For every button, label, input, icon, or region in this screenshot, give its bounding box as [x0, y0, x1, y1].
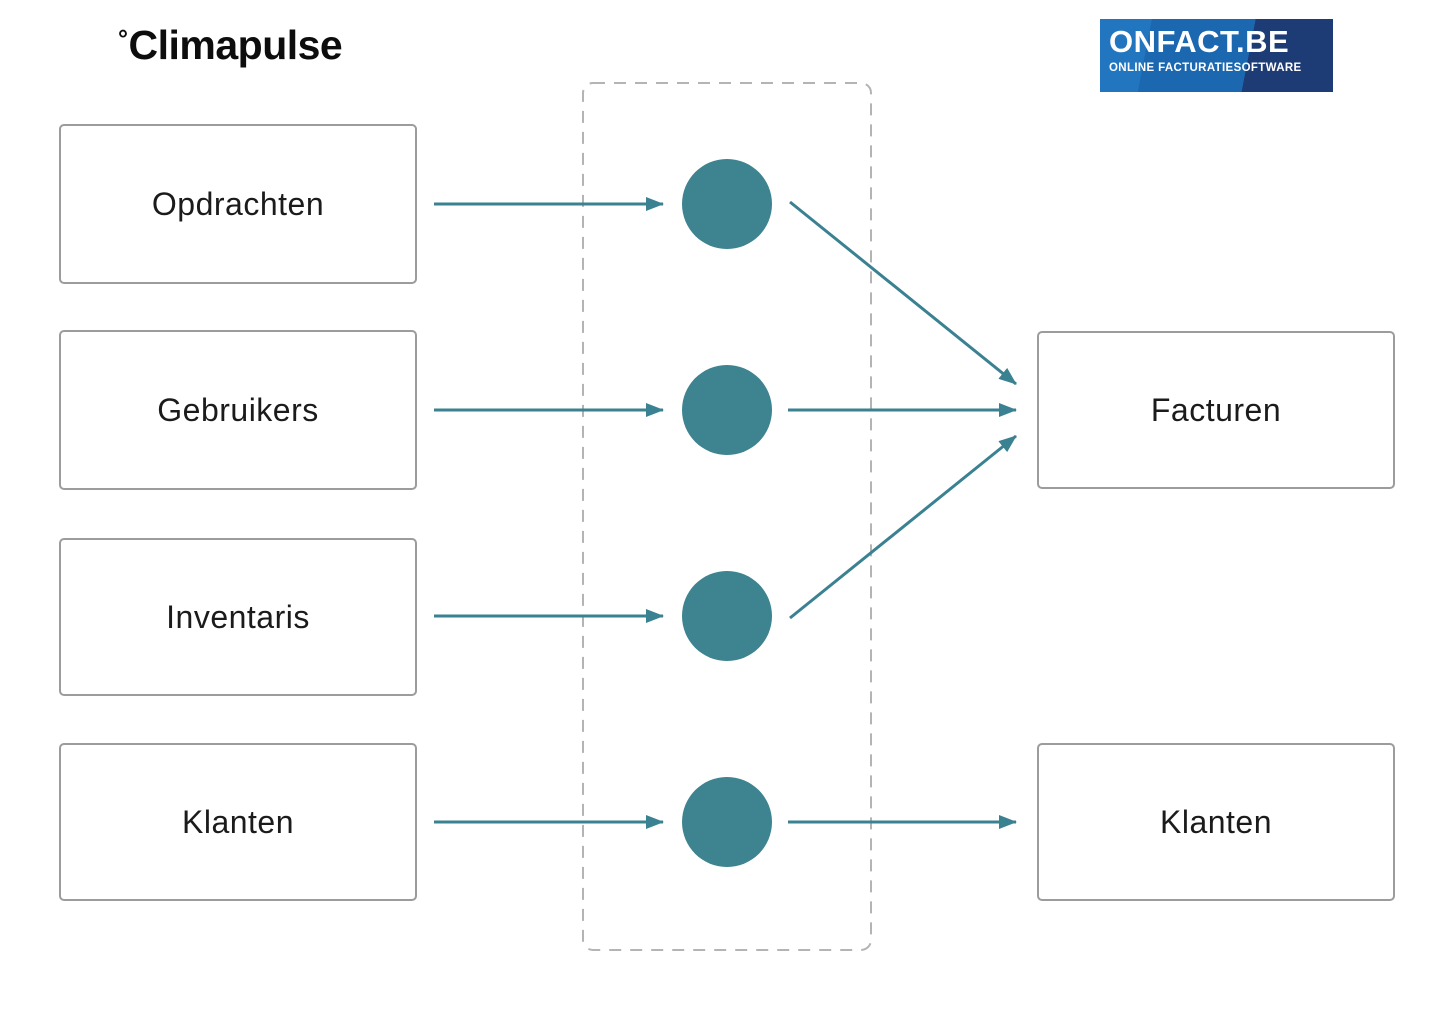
degree-symbol-icon: °: [118, 25, 128, 53]
source-node-inventaris: Inventaris: [59, 538, 417, 696]
onfact-logo-title: ONFACT.BE: [1109, 24, 1290, 59]
onfact-logo-subtitle: ONLINE FACTURATIESOFTWARE: [1109, 61, 1302, 74]
sync-node-circle-2: [682, 365, 772, 455]
arrow-sync1-to-facturen: [789, 200, 1017, 386]
node-label: Facturen: [1150, 391, 1282, 428]
target-node-facturen: Facturen: [1037, 331, 1395, 489]
node-label: Klanten: [1159, 803, 1273, 840]
source-node-gebruikers: Gebruikers: [59, 330, 417, 490]
sync-node-circle-4: [682, 777, 772, 867]
climapulse-logo-text: Climapulse: [128, 22, 343, 68]
node-label: Opdrachten: [151, 185, 325, 222]
node-label: Inventaris: [166, 598, 310, 635]
arrow-sync3-to-facturen: [789, 434, 1017, 620]
source-node-klanten: Klanten: [59, 743, 417, 901]
sync-node-circle-1: [682, 159, 772, 249]
integration-zone-border: [582, 82, 872, 951]
target-node-klanten: Klanten: [1037, 743, 1395, 901]
climapulse-logo: °Climapulse: [118, 22, 343, 69]
node-label: Gebruikers: [157, 391, 319, 428]
sync-node-circle-3: [682, 571, 772, 661]
node-label: Klanten: [181, 803, 295, 840]
source-node-opdrachten: Opdrachten: [59, 124, 417, 284]
onfact-logo: ONFACT.BE ONLINE FACTURATIESOFTWARE: [1100, 19, 1333, 92]
